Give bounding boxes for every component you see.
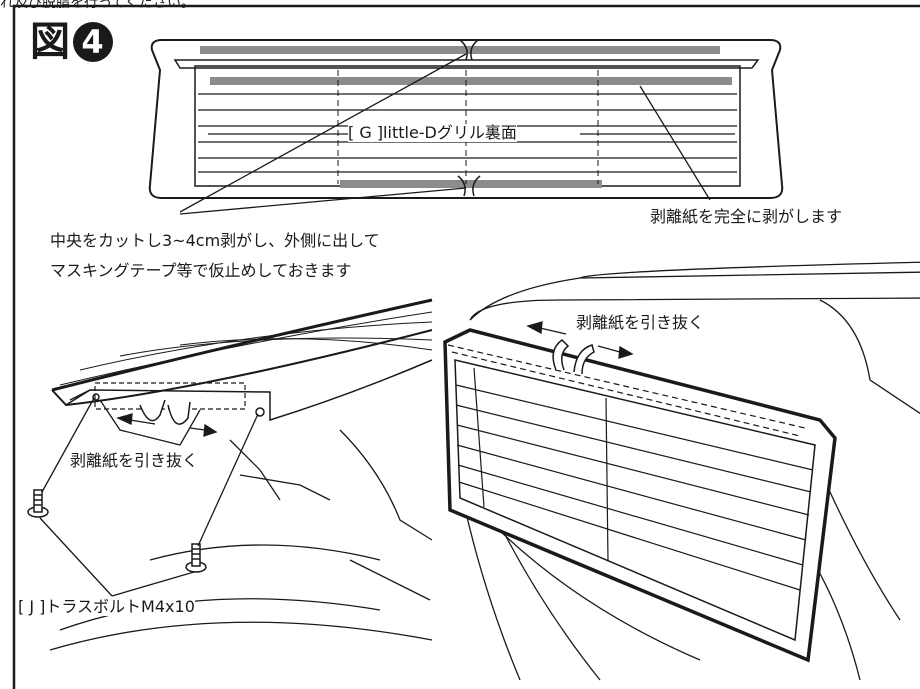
bolt-hole-right [255, 407, 265, 417]
label-pull-out-right: 剥離紙を引き抜く [576, 313, 705, 333]
peel-tabs-left [139, 399, 191, 425]
peel-tabs-right [552, 339, 595, 375]
label-grille-back: [ G ]little-Dグリル裏面 [348, 123, 517, 143]
tape-strip-top [200, 46, 720, 54]
caption-fragment: れ及び脱脂を行ってください。 [0, 0, 195, 11]
tape-strip-upper [210, 77, 732, 85]
grille-outer-frame [148, 39, 784, 199]
label-pull-out-left: 剥離紙を引き抜く [70, 451, 199, 471]
grille-dividers [337, 70, 599, 184]
grille-front-inner [454, 359, 816, 642]
label-center-cut-line2: マスキングテープ等で仮止めしておきます [50, 261, 352, 281]
label-center-cut-line1: 中央をカットし3~4cm剥がし、外側に出して [50, 231, 380, 251]
figure-number-badge: 4 [73, 22, 113, 62]
bolt-hole-left [92, 393, 100, 401]
pull-arrows-right [526, 321, 634, 359]
center-cut-marks [457, 39, 481, 197]
grille-front-slats [455, 367, 814, 591]
figure-frame [12, 4, 920, 689]
pull-arrows-left [116, 413, 218, 437]
tape-area-right [447, 344, 806, 429]
tape-strip-lower [340, 180, 602, 188]
label-truss-bolt: [ J ]トラスボルトM4x10 [18, 597, 195, 617]
figure-title-kanji: 図 [30, 19, 71, 65]
top-leader-lines [179, 53, 735, 215]
truss-bolt-left [27, 489, 49, 518]
label-peel-completely: 剥離紙を完全に剥がします [650, 207, 843, 227]
grille-side-view [49, 298, 433, 651]
truss-bolt-right [185, 543, 207, 573]
bolt-leader-lines [39, 397, 259, 597]
grille-top-lip [173, 59, 760, 69]
